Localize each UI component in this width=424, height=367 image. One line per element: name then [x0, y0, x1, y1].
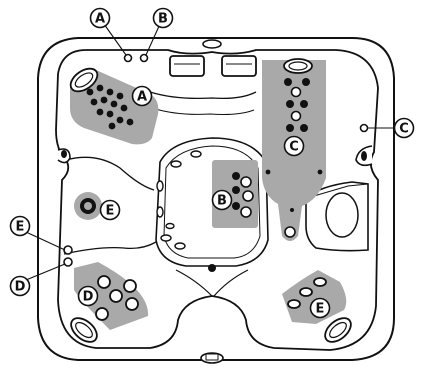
top-edge-fitting [203, 40, 221, 48]
jet-c [286, 124, 294, 132]
jet-c [318, 170, 323, 175]
jet-a [111, 101, 118, 108]
callout-letter: C [289, 140, 299, 155]
jet-b [241, 177, 251, 187]
callout-d: D [11, 277, 30, 296]
jet-a [91, 99, 98, 106]
jet-a [117, 117, 124, 124]
jet-b [232, 202, 240, 210]
skimmer-left [170, 56, 204, 76]
footwell-jet [171, 161, 181, 167]
jet-c [292, 88, 301, 97]
jet-e [288, 300, 300, 308]
pillow-lounger [284, 59, 312, 73]
callout-a: A [133, 87, 152, 106]
footwell-jet [175, 243, 185, 249]
jet-c [266, 170, 271, 175]
right-wall-fitting-inner [361, 151, 367, 161]
callout-e: E [101, 201, 120, 220]
jet-a [97, 85, 104, 92]
callout-letter: B [217, 194, 227, 209]
jet-b [232, 172, 240, 180]
callout-a: A [91, 9, 110, 28]
callout-b: B [213, 191, 232, 210]
jet-a [109, 123, 116, 130]
callout-e: E [311, 299, 330, 318]
footwell-jet [157, 207, 163, 217]
bottom-control-panel [206, 354, 218, 360]
callout-letter: B [158, 12, 168, 27]
jet-c [300, 100, 308, 108]
jet-a [87, 89, 94, 96]
left-wall-fitting-inner [61, 150, 67, 158]
jet-e [314, 278, 326, 286]
jet-c [302, 78, 310, 86]
callout-letter: C [399, 122, 409, 137]
callout-e: E [11, 217, 30, 236]
callout-letter: A [95, 12, 105, 27]
footwell-jet [191, 151, 201, 157]
callout-letter: E [316, 302, 325, 317]
callout-letter: E [16, 220, 25, 235]
jet-b [243, 191, 253, 201]
jet-e-wall-ring [84, 202, 92, 210]
jet-d [96, 308, 108, 320]
jet-a [107, 111, 114, 118]
valve-e [64, 246, 72, 254]
jet-c [292, 112, 301, 121]
right-step-recess [326, 193, 358, 237]
jet-a [101, 97, 108, 104]
jet-d [98, 276, 110, 288]
valve-c [361, 125, 368, 132]
callout-letter: A [137, 90, 147, 105]
callout-c: C [395, 119, 414, 138]
jet-a [97, 109, 104, 116]
valve-d [64, 258, 72, 266]
jet-b [232, 186, 240, 194]
jet-b [241, 207, 251, 217]
jet-c [285, 227, 295, 237]
jet-a [127, 119, 134, 126]
footwell-jet [166, 224, 174, 229]
callout-b: B [154, 9, 173, 28]
callout-letter: D [15, 280, 26, 295]
footwell-drain [208, 264, 216, 272]
callout-letter: D [83, 290, 94, 305]
jet-d [124, 280, 136, 292]
jet-a [117, 93, 124, 100]
callout-d: D [79, 287, 98, 306]
footwell-jet [161, 235, 171, 241]
jet-a [107, 89, 114, 96]
jet-c [290, 208, 294, 212]
jet-a [121, 105, 128, 112]
jet-d [110, 290, 122, 302]
jet-c [300, 124, 308, 132]
footwell-jet [157, 181, 163, 191]
valve-b [141, 55, 148, 62]
jet-d [126, 298, 138, 310]
skimmer-right [222, 56, 256, 76]
callout-c: C [285, 137, 304, 156]
jet-e [300, 288, 312, 296]
valve-a [125, 55, 132, 62]
jet-c [284, 78, 292, 86]
callout-letter: E [106, 204, 115, 219]
jet-c [286, 100, 294, 108]
